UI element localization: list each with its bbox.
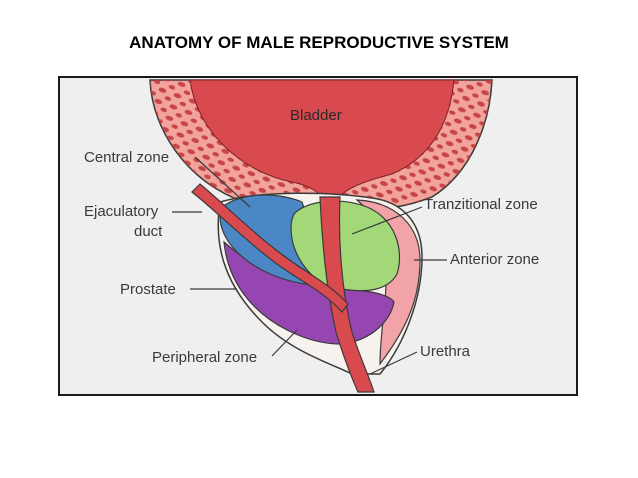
label-prostate: Prostate [120,281,176,298]
label-urethra: Urethra [420,343,471,360]
label-central-zone: Central zone [84,149,169,166]
urethra-shape [319,196,375,393]
label-anterior-zone: Anterior zone [450,251,539,268]
label-ejaculatory-duct-line2: duct [134,223,163,240]
diagram-frame: Bladder Central zone Ejaculatory duct Pr… [58,76,578,396]
prostate-anatomy-diagram: Bladder Central zone Ejaculatory duct Pr… [84,79,539,393]
label-ejaculatory-duct-line1: Ejaculatory [84,203,159,220]
ejaculatory-duct-shape [191,183,349,313]
page-title: ANATOMY OF MALE REPRODUCTIVE SYSTEM [129,33,509,52]
leader-lines [172,156,447,375]
label-bladder: Bladder [290,107,342,124]
label-transitional-zone: Tranzitional zone [424,196,538,213]
transitional-zone-shape [290,200,401,292]
label-peripheral-zone: Peripheral zone [152,349,257,366]
